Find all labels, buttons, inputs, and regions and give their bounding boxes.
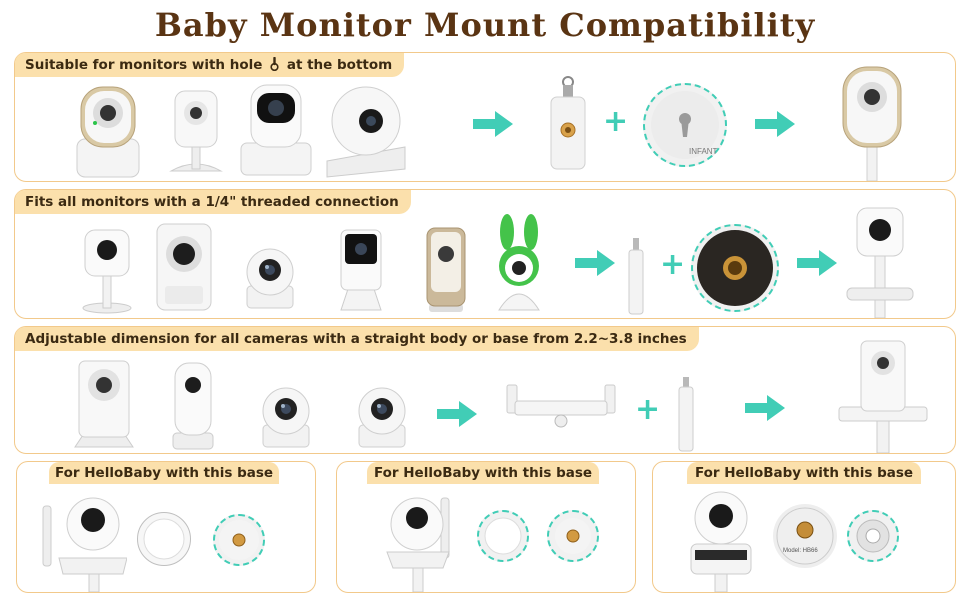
plus-icon: + bbox=[603, 104, 629, 139]
pan-tilt-camera-image bbox=[240, 84, 312, 176]
ring-closeup-image bbox=[847, 510, 899, 562]
base-closeup-image bbox=[137, 512, 191, 566]
arrow-icon bbox=[575, 250, 615, 276]
dome-pan-camera-image bbox=[358, 387, 406, 448]
thread-closeup-image bbox=[691, 224, 779, 312]
panel-caption: For HelloBaby with this base bbox=[49, 462, 279, 484]
arrow-icon bbox=[437, 401, 477, 427]
panel-hellobaby-1: For HelloBaby with this base bbox=[16, 461, 316, 593]
mounted-result-image bbox=[846, 207, 914, 318]
base-closeup-image bbox=[477, 510, 529, 562]
arrow-icon bbox=[745, 395, 785, 421]
white-baby-camera-image bbox=[169, 90, 223, 172]
white-body-camera-image bbox=[172, 362, 214, 450]
ir-camera-image bbox=[74, 360, 134, 448]
round-head-camera-image bbox=[246, 248, 294, 309]
arrow-icon bbox=[797, 250, 837, 276]
hellobaby-camera-image bbox=[42, 497, 127, 592]
mounted-result-image bbox=[842, 66, 902, 181]
panel-threaded-mount: Fits all monitors with a 1/4" threaded c… bbox=[14, 189, 956, 319]
arrow-icon bbox=[473, 111, 513, 137]
page-title: Baby Monitor Mount Compatibility bbox=[154, 6, 816, 44]
adapter-screw-image bbox=[550, 76, 586, 170]
infant-optics-camera-image bbox=[76, 86, 140, 178]
panel-hole-mount: Suitable for monitors with hole at the b… bbox=[14, 52, 956, 182]
nanit-camera-image bbox=[82, 229, 132, 314]
pan-tilt-camera-image bbox=[262, 387, 310, 448]
panel-hellobaby-2: For HelloBaby with this base bbox=[336, 461, 636, 593]
panel-hellobaby-3: For HelloBaby with this base Model: HB66 bbox=[652, 461, 956, 593]
hole-closeup-image: INFANT bbox=[643, 83, 727, 167]
model-text: Model: HB66 bbox=[783, 548, 818, 554]
arrow-icon bbox=[755, 111, 795, 137]
screw-closeup-image bbox=[213, 514, 265, 566]
plus-icon: + bbox=[660, 247, 686, 282]
infant-brand-text: INFANT bbox=[689, 147, 718, 156]
hellobaby-camera-image bbox=[386, 497, 450, 592]
dome-pan-camera-image bbox=[326, 86, 406, 178]
panel-caption: Suitable for monitors with hole at the b… bbox=[15, 53, 405, 77]
threaded-pole-image bbox=[628, 238, 644, 315]
screw-closeup-image bbox=[547, 510, 599, 562]
hellobaby-camera-image bbox=[690, 491, 752, 592]
adjustable-clamp-image bbox=[506, 384, 616, 428]
mounted-result-image bbox=[838, 340, 928, 453]
caption-text-end: at the bottom bbox=[286, 57, 393, 73]
gold-camera-image bbox=[426, 227, 466, 312]
panel-caption: For HelloBaby with this base bbox=[367, 462, 599, 484]
square-lens-camera-image bbox=[156, 223, 212, 311]
panel-caption: Adjustable dimension for all cameras wit… bbox=[15, 327, 699, 351]
hole-icon bbox=[270, 56, 279, 72]
bunny-ears-camera-image bbox=[498, 214, 540, 311]
caption-text: Suitable for monitors with hole bbox=[25, 57, 263, 73]
black-face-camera-image bbox=[340, 229, 382, 311]
panel-caption: For HelloBaby with this base bbox=[687, 462, 921, 484]
base-closeup-image: Model: HB66 bbox=[773, 504, 837, 568]
threaded-pole-image bbox=[678, 377, 694, 452]
panel-adjustable-mount: Adjustable dimension for all cameras wit… bbox=[14, 326, 956, 454]
panel-caption: Fits all monitors with a 1/4" threaded c… bbox=[15, 190, 411, 214]
plus-icon: + bbox=[635, 392, 661, 427]
